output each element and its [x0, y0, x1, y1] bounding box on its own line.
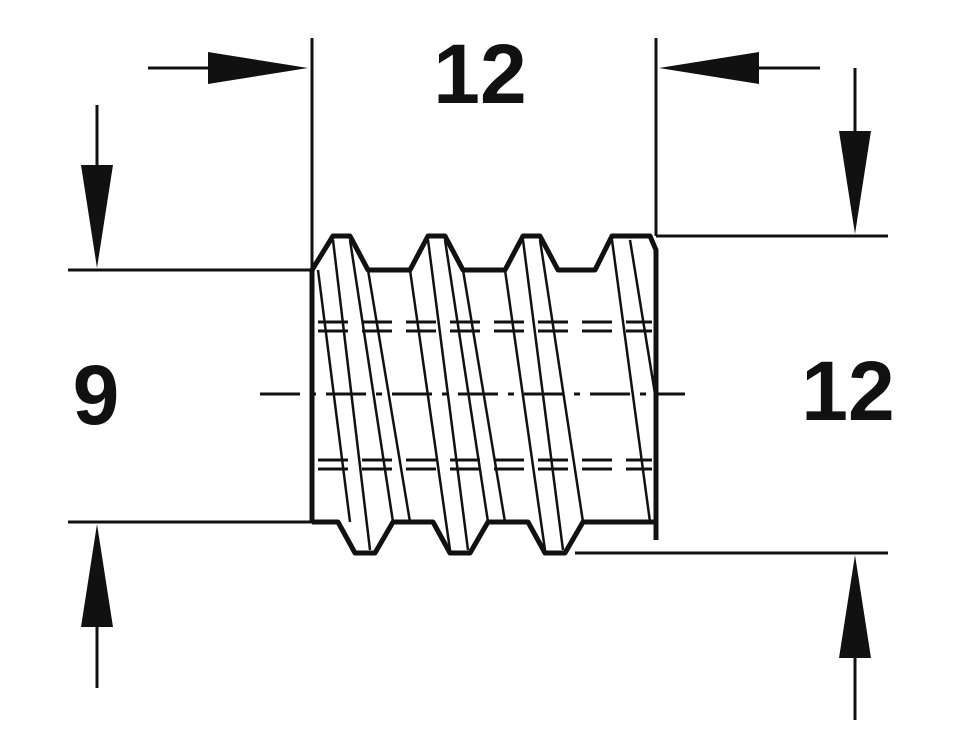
arrow-down-icon	[81, 165, 113, 268]
inner-diameter-dimension: 9	[73, 348, 120, 442]
arrow-right-icon	[208, 52, 308, 84]
arrow-down-icon	[839, 131, 871, 234]
arrow-up-icon	[81, 524, 113, 627]
insert-body	[309, 233, 659, 556]
hidden-lines	[318, 320, 652, 471]
length-dimension: 12	[433, 27, 526, 121]
thread-lines	[316, 239, 658, 551]
outer-diameter-dimension: 12	[801, 344, 894, 438]
arrow-up-icon	[839, 555, 871, 658]
arrow-left-icon	[659, 52, 759, 84]
